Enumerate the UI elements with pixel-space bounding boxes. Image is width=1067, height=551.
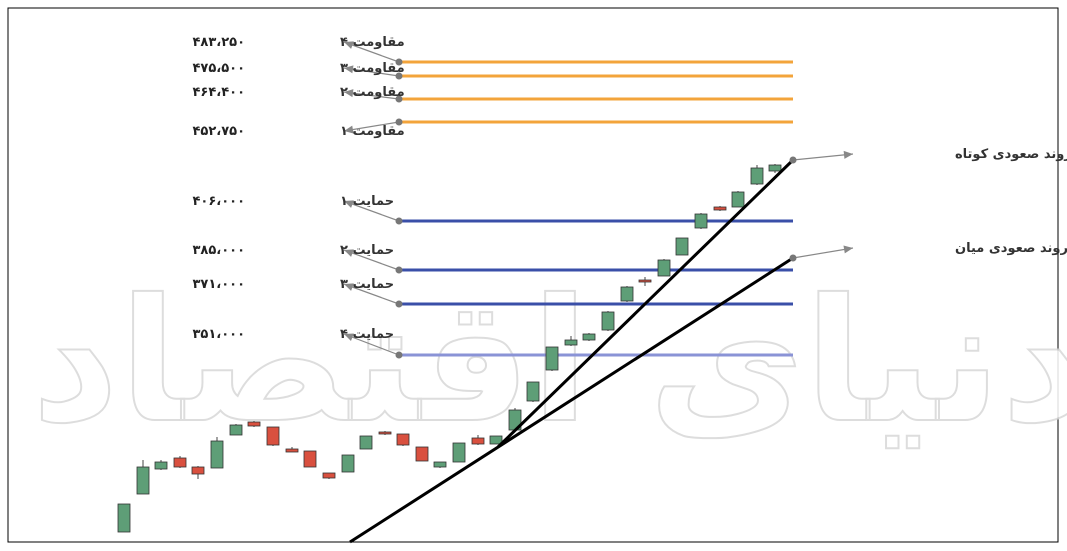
resistance-dot-2 <box>395 72 403 80</box>
support-connector-1 <box>343 200 400 222</box>
support-connector-2 <box>343 249 400 271</box>
support-label-3: حمایت ۳ <box>340 277 394 292</box>
candle-27 <box>601 311 615 331</box>
resistance-dot-3 <box>395 95 403 103</box>
candle-17 <box>415 446 429 462</box>
support-dot-4 <box>395 351 403 359</box>
support-arrowhead-2 <box>344 249 354 257</box>
candle-31 <box>675 237 689 256</box>
candle-18 <box>433 461 447 468</box>
trend-line-1 <box>496 158 795 449</box>
candle-29 <box>638 279 652 283</box>
candle-3 <box>154 461 168 470</box>
support-label-2: حمایت ۲ <box>340 243 394 258</box>
resistance-value-1: ۴۸۳،۲۵۰ <box>192 35 245 50</box>
resistance-connector-2 <box>343 67 400 77</box>
resistance-dot-1 <box>395 58 403 66</box>
support-value-3: ۳۷۱،۰۰۰ <box>192 277 245 292</box>
support-dot-1 <box>395 217 403 225</box>
trend-dot-2 <box>789 254 797 262</box>
trend-arrowhead-2 <box>843 245 853 254</box>
resistance-label-2: مقاومت ۳ <box>340 61 405 76</box>
support-arrowhead-4 <box>344 333 354 341</box>
candle-16 <box>396 433 410 446</box>
candle-15 <box>378 431 392 435</box>
candle-24 <box>545 346 559 371</box>
candle-34 <box>731 191 745 208</box>
resistance-dot-4 <box>395 118 403 126</box>
candle-30 <box>657 259 671 277</box>
trend-label-1: روند صعودی کوتاه <box>955 147 1067 162</box>
level-lines <box>343 41 793 359</box>
support-connector-3 <box>343 283 400 305</box>
support-dot-2 <box>395 266 403 274</box>
candle-23 <box>526 381 540 402</box>
resistance-connector-1 <box>343 41 400 63</box>
candle-10 <box>285 448 299 453</box>
candle-4 <box>173 457 187 468</box>
support-value-2: ۳۸۵،۰۰۰ <box>192 243 245 258</box>
support-value-1: ۴۰۶،۰۰۰ <box>192 194 245 209</box>
candle-36 <box>768 164 782 172</box>
resistance-value-4: ۴۵۲،۷۵۰ <box>192 124 245 139</box>
trend-connector-1 <box>792 153 854 161</box>
resistance-arrowhead-3 <box>344 89 354 98</box>
candle-35 <box>750 167 764 185</box>
support-label-1: حمایت ۱ <box>340 194 394 209</box>
resistance-connector-3 <box>343 91 400 100</box>
support-label-4: حمایت ۴ <box>340 327 394 342</box>
resistance-value-3: ۴۶۴،۴۰۰ <box>192 85 245 100</box>
candle-32 <box>694 213 708 229</box>
trend-arrowhead-1 <box>843 150 853 159</box>
support-dot-3 <box>395 300 403 308</box>
resistance-label-3: مقاومت ۲ <box>340 85 405 100</box>
trend-connector-2 <box>792 247 854 259</box>
candle-2 <box>136 466 150 495</box>
candle-1 <box>117 503 131 533</box>
resistance-arrowhead-2 <box>344 65 354 74</box>
candle-26 <box>582 333 596 341</box>
candle-33 <box>713 206 727 211</box>
resistance-label-4: مقاومت ۱ <box>340 124 405 139</box>
candle-20 <box>471 437 485 445</box>
trend-lines <box>349 150 854 544</box>
resistance-arrowhead-1 <box>344 41 354 49</box>
resistance-connector-4 <box>343 121 400 132</box>
candle-5 <box>191 466 205 475</box>
candle-19 <box>452 442 466 463</box>
candle-7 <box>229 424 243 436</box>
support-arrowhead-1 <box>344 200 354 208</box>
candle-12 <box>322 472 336 479</box>
candle-8 <box>247 421 261 427</box>
resistance-arrowhead-4 <box>344 125 354 134</box>
candle-13 <box>341 454 355 473</box>
level-labels: مقاومت ۴ ۴۸۳،۲۵۰ مقاومت ۳ ۴۷۵،۵۰۰ مقاومت ۲ ۴۶… <box>192 35 1067 342</box>
candle-21 <box>489 435 503 445</box>
candle-14 <box>359 435 373 450</box>
support-value-4: ۳۵۱،۰۰۰ <box>192 327 245 342</box>
resistance-value-2: ۴۷۵،۵۰۰ <box>192 61 245 76</box>
resistance-label-1: مقاومت ۴ <box>340 35 405 50</box>
trend-line-2 <box>349 256 794 544</box>
candles <box>117 164 782 533</box>
candle-9 <box>266 426 280 446</box>
candle-28 <box>620 286 634 302</box>
support-arrowhead-3 <box>344 283 354 291</box>
candle-11 <box>303 450 317 468</box>
trend-dot-1 <box>789 156 797 164</box>
support-connector-4 <box>343 333 400 356</box>
candle-6 <box>210 440 224 469</box>
candle-25 <box>564 339 578 346</box>
chart-frame <box>7 7 1059 543</box>
trend-label-2: روند صعودی میان <box>955 241 1067 256</box>
